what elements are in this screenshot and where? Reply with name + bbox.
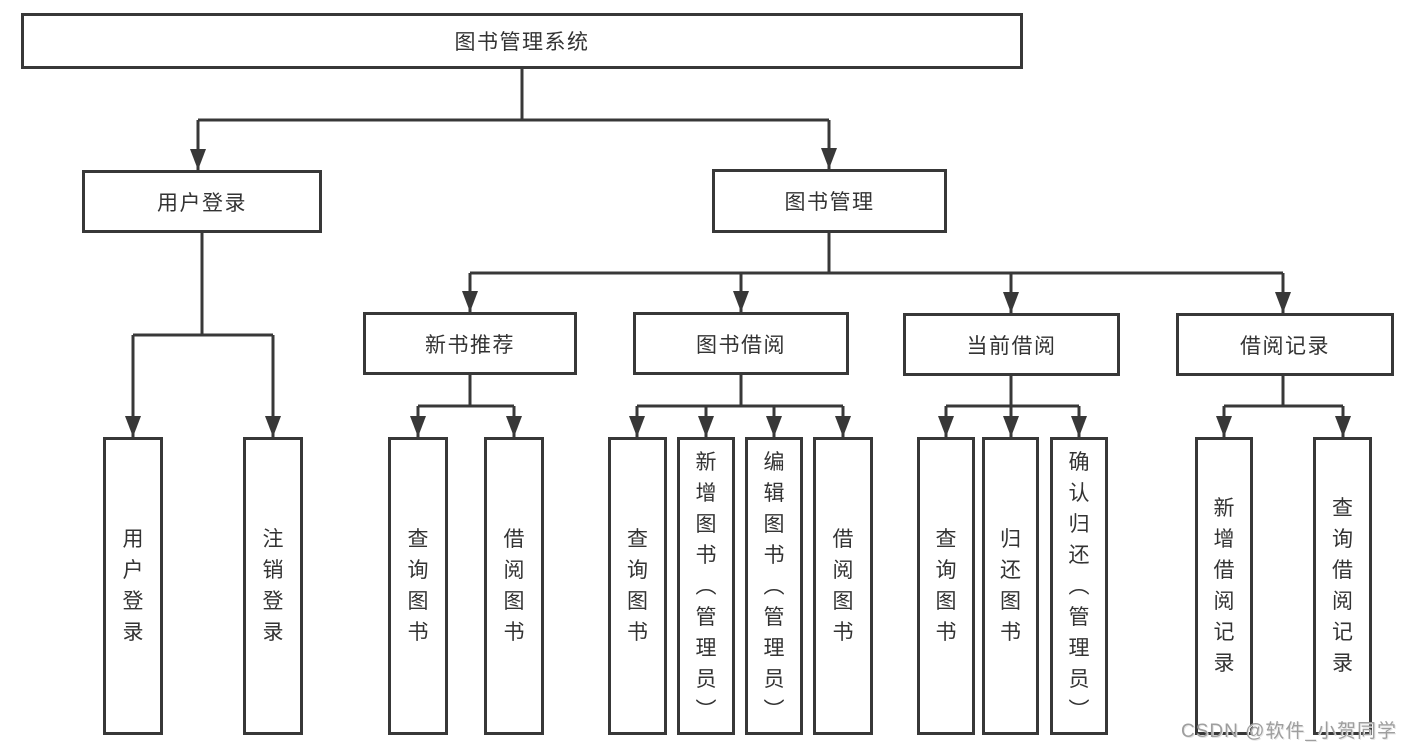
node-label: 图书管理系统 <box>454 31 590 54</box>
node-label: 图书管理 <box>784 191 875 214</box>
csdn-watermark: CSDN @软件_小贺同学 <box>1181 721 1397 742</box>
node-label: 新增借阅记录 <box>1213 497 1235 675</box>
node-book-management: 图书管理 <box>712 169 947 233</box>
node-label: 图书借阅 <box>696 333 786 357</box>
leaf-confirm-return-admin: 确认归还︵管理员︶ <box>1050 437 1108 735</box>
leaf-query-books-3: 查询图书 <box>917 437 975 735</box>
leaf-logout: 注销登录 <box>243 437 303 735</box>
leaf-edit-book-admin: 编辑图书︵管理员︶ <box>745 437 803 735</box>
node-label: 查询图书 <box>935 528 957 644</box>
node-label: 当前借阅 <box>966 334 1057 358</box>
leaf-query-books-1: 查询图书 <box>388 437 448 735</box>
node-label: 查询图书 <box>627 528 648 644</box>
node-borrow-records: 借阅记录 <box>1176 313 1394 376</box>
node-label: 用户登录 <box>122 528 144 644</box>
node-label: 借阅图书 <box>832 528 854 644</box>
node-label: 查询借阅记录 <box>1332 497 1353 675</box>
leaf-query-books-2: 查询图书 <box>608 437 667 735</box>
node-label: 用户登录 <box>157 191 247 215</box>
node-library-management-system: 图书管理系统 <box>21 13 1023 69</box>
node-label: 归还图书 <box>1000 528 1021 644</box>
leaf-query-borrow-record: 查询借阅记录 <box>1313 437 1372 735</box>
node-label: 注销登录 <box>262 528 284 644</box>
leaf-return-book: 归还图书 <box>982 437 1039 735</box>
node-new-book-recommend: 新书推荐 <box>363 312 577 375</box>
node-label: 借阅记录 <box>1240 334 1330 358</box>
node-current-borrowing: 当前借阅 <box>903 313 1120 376</box>
node-label: 新书推荐 <box>425 333 515 357</box>
node-label: 借阅图书 <box>503 528 525 644</box>
node-label: 确认归还︵管理员︶ <box>1068 450 1090 722</box>
leaf-user-login: 用户登录 <box>103 437 163 735</box>
node-book-borrowing: 图书借阅 <box>633 312 849 375</box>
node-label: 查询图书 <box>407 528 429 644</box>
node-label: 新增图书︵管理员︶ <box>695 450 717 722</box>
leaf-borrow-books-2: 借阅图书 <box>813 437 873 735</box>
node-label: 编辑图书︵管理员︶ <box>763 450 785 722</box>
leaf-add-borrow-record: 新增借阅记录 <box>1195 437 1253 735</box>
node-user-login: 用户登录 <box>82 170 322 233</box>
leaf-add-book-admin: 新增图书︵管理员︶ <box>677 437 735 735</box>
leaf-borrow-books-1: 借阅图书 <box>484 437 544 735</box>
